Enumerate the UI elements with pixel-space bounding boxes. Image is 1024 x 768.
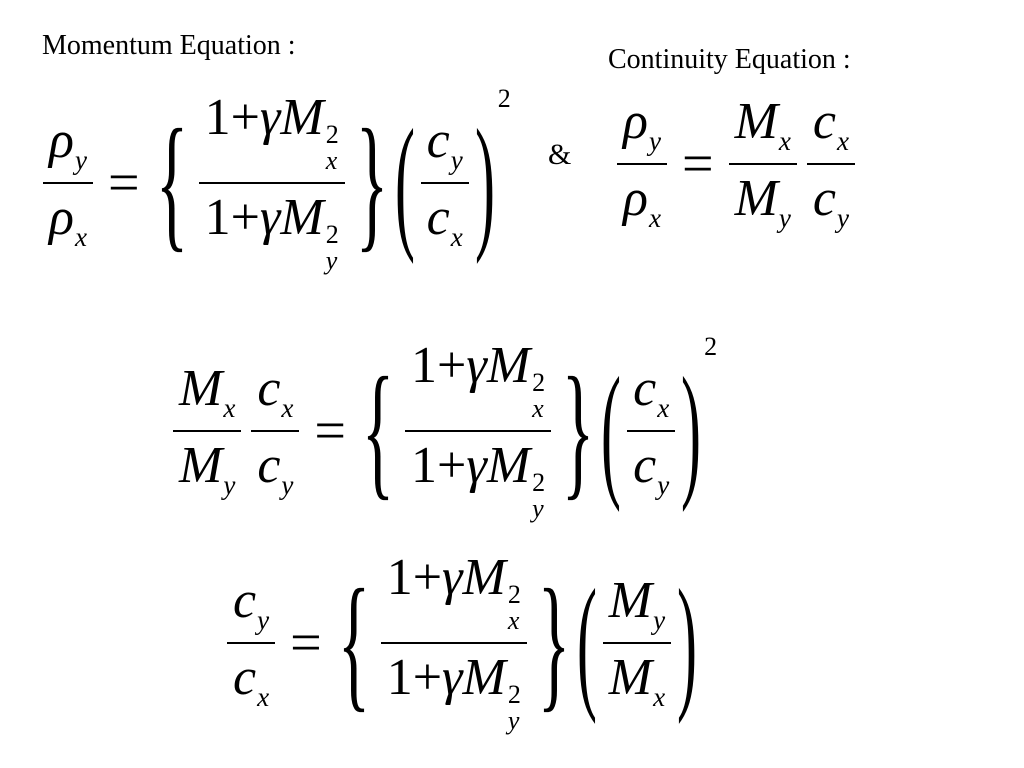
mach-ratio: Mx My (173, 362, 242, 499)
equals-sign: = (681, 133, 714, 196)
density-ratio: ρy ρx (43, 114, 93, 251)
right-paren: ) (681, 347, 702, 514)
speed-ratio: cx cy (806, 96, 855, 232)
momentum-equation-heading: Momentum Equation : (42, 30, 296, 61)
equals-sign: = (290, 612, 322, 675)
speed-ratio: cy cx (227, 574, 276, 711)
speed-ratio-squared: cx cy (627, 362, 676, 499)
equals-sign: = (107, 152, 140, 215)
left-paren: ( (601, 347, 622, 514)
equals-sign: = (314, 400, 347, 463)
right-brace: } (355, 99, 388, 266)
left-brace: { (337, 559, 370, 726)
speed-ratio: cx cy (251, 362, 300, 499)
left-brace: { (361, 347, 395, 514)
left-paren: ( (394, 99, 415, 266)
right-paren: ) (677, 559, 698, 726)
mach-ratio: My Mx (602, 574, 672, 711)
square-exponent: 2 (497, 84, 511, 113)
density-ratio: ρy ρx (617, 96, 667, 232)
square-exponent: 2 (704, 332, 718, 361)
left-brace: { (155, 99, 188, 266)
right-brace: } (561, 347, 595, 514)
continuity-equation-heading: Continuity Equation : (608, 44, 851, 75)
ampersand: & (548, 138, 572, 171)
continuity-equation: ρy ρx = Mx My cx cy (612, 96, 860, 232)
mach-ratio: Mx My (728, 96, 797, 232)
right-brace: } (537, 559, 571, 726)
right-paren: ) (474, 99, 495, 266)
left-paren: ( (576, 559, 597, 726)
speed-ratio: cy cx (420, 114, 469, 251)
